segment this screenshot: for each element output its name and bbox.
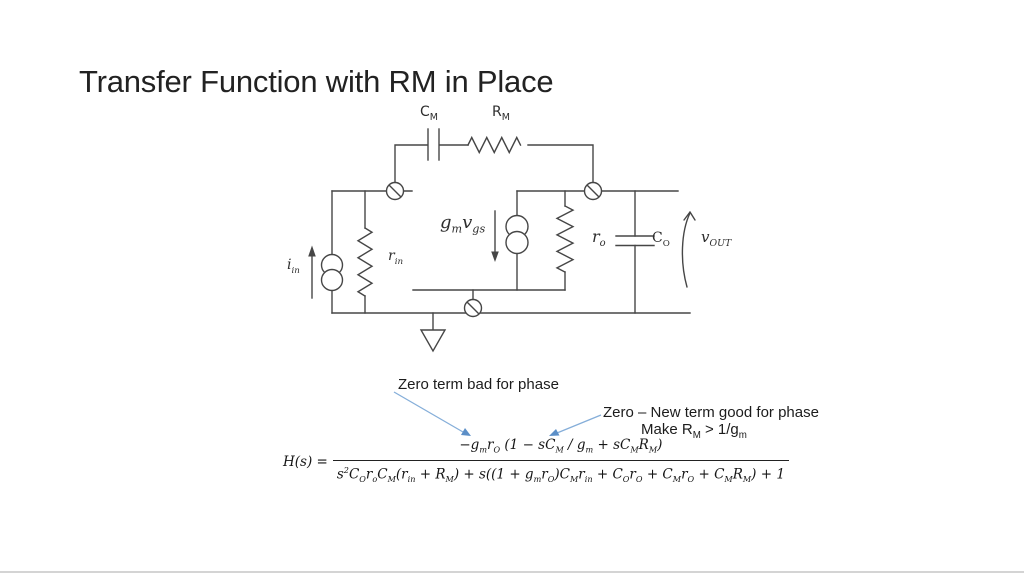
equation-numerator: −gmrO (1 − sCM / gm + sCMRM) — [459, 437, 663, 455]
label-iin: iin — [287, 257, 300, 276]
equation-fraction-bar — [332, 459, 789, 461]
capacitor-co — [615, 190, 655, 314]
capacitor-cm — [427, 128, 440, 161]
top-branch-wires — [394, 144, 594, 184]
label-vout: vOUT — [701, 228, 732, 249]
label-rin: rin — [388, 248, 404, 267]
annotation-zero-good-line1: Zero – New term good for phase — [603, 404, 819, 421]
node-marker — [583, 181, 603, 201]
slide-bottom-rule — [0, 571, 1024, 573]
ground-symbol — [419, 312, 447, 353]
resistor-rin — [356, 227, 374, 297]
equation-fraction: −gmrO (1 − sCM / gm + sCMRM) s2COroCM(ri… — [332, 437, 789, 488]
slide-title: Transfer Function with RM in Place — [79, 64, 554, 99]
annotation-arrow-zero-bad — [393, 391, 471, 436]
annotation-zero-bad: Zero term bad for phase — [398, 376, 559, 393]
label-ro: ro — [592, 227, 606, 250]
equation-lhs: H(s) = — [283, 454, 328, 471]
label-cm: CM — [420, 104, 438, 123]
gmvgs-direction-arrow — [491, 210, 499, 262]
annotation-arrow-zero-good — [549, 414, 602, 436]
resistor-ro — [555, 205, 575, 273]
label-co: CO — [652, 230, 670, 249]
iin-direction-arrow — [308, 245, 316, 299]
transfer-function-equation: H(s) = −gmrO (1 − sCM / gm + sCMRM) s2CO… — [283, 437, 789, 488]
node-marker — [385, 181, 405, 201]
resistor-rm — [467, 135, 522, 155]
equation-denominator: s2COroCM(rin + RM) + s((1 + gmrO)CMrin +… — [336, 464, 785, 484]
annotation-zero-good-line2: Make RM > 1/gm — [641, 421, 747, 441]
vout-measurement-arrow — [681, 211, 696, 288]
current-source-iin — [320, 253, 344, 292]
label-rm: RM — [492, 104, 510, 123]
dependent-current-source-gmvgs — [505, 214, 529, 255]
label-gmvgs: gmvgs — [440, 212, 486, 236]
node-marker — [463, 298, 483, 318]
